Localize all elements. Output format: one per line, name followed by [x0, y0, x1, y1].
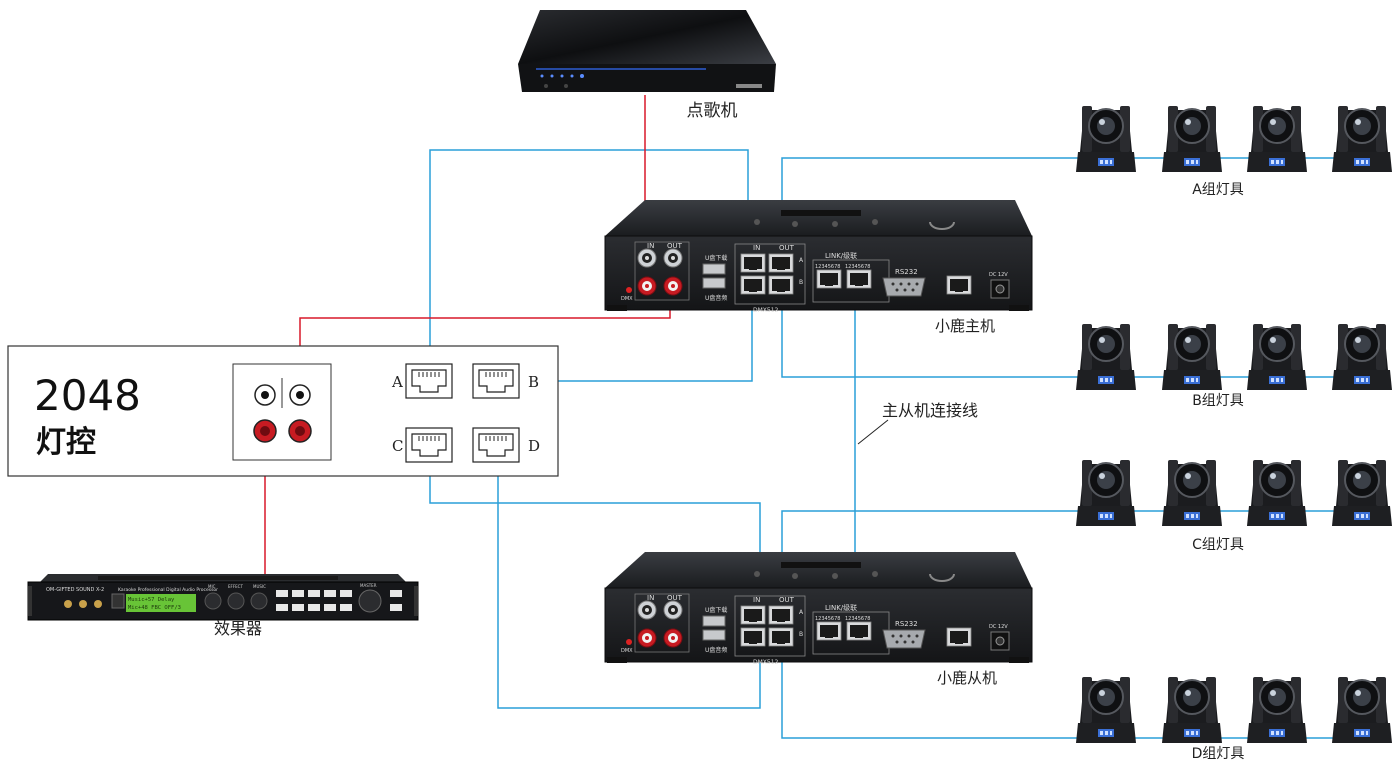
master-dc-label: DC 12V	[989, 272, 1008, 278]
controller-port-d-label: D	[528, 437, 540, 455]
link-cable-leader	[857, 419, 889, 445]
slave-dmx-in-label: IN	[753, 596, 760, 604]
effects-knob3-label: MUSIC	[253, 584, 266, 589]
slave-port-nums-b: 12345678	[845, 616, 870, 622]
master-port-a-label: A	[799, 257, 804, 264]
light-b4	[1331, 323, 1393, 391]
light-c1	[1075, 459, 1137, 527]
light-b3	[1246, 323, 1308, 391]
controller-title-number: 2048	[34, 371, 141, 420]
slave-dmx-out-label: OUT	[779, 596, 795, 604]
slave-in-label: IN	[647, 594, 654, 602]
ktv-player	[518, 10, 776, 92]
controller-rca-top-left	[254, 384, 276, 406]
link-cable-label: 主从机连接线	[882, 401, 978, 420]
light-group-b	[1075, 323, 1393, 391]
master-dmx-out-label: OUT	[779, 244, 795, 252]
light-a1	[1075, 105, 1137, 173]
light-b1	[1075, 323, 1137, 391]
light-d2	[1161, 676, 1223, 744]
slave-out-label: OUT	[667, 594, 683, 602]
slave-device: IN OUT U盘下载 U盘音频 IN OUT A B DMX512 DMX L…	[605, 552, 1032, 666]
master-link-label: LINK/级联	[825, 251, 857, 260]
master-device: IN OUT U盘下载 U盘音频 IN OUT A B DMX512 DMX L…	[605, 200, 1032, 314]
light-a3	[1246, 105, 1308, 173]
light-group-c	[1075, 459, 1393, 527]
controller-port-b-label: B	[528, 373, 539, 391]
slave-rs232-label: RS232	[895, 620, 918, 628]
effects-master-label: MASTER	[360, 583, 377, 588]
controller-port-c-label: C	[392, 437, 403, 455]
light-c2	[1161, 459, 1223, 527]
master-in-label: IN	[647, 242, 654, 250]
master-dmx-label: DMX512	[753, 307, 779, 314]
effects-knob1-label: MIC	[208, 584, 216, 589]
light-c3	[1246, 459, 1308, 527]
master-port-nums-a: 12345678	[815, 264, 840, 270]
controller-rca-top-right	[289, 384, 311, 406]
slave-dc-label: DC 12V	[989, 624, 1008, 630]
controller-rca-bottom-left	[253, 419, 277, 443]
light-d4	[1331, 676, 1393, 744]
master-usb-music-label: U盘音频	[705, 294, 727, 302]
light-d3	[1246, 676, 1308, 744]
controller-port-a-label: A	[391, 373, 403, 391]
slave-label: 小鹿从机	[937, 669, 997, 687]
slave-link-label: LINK/级联	[825, 603, 857, 612]
effects-lcd-line1: Music+57 Delay	[128, 597, 175, 603]
light-group-a	[1075, 105, 1393, 173]
controller-port-c	[405, 427, 453, 463]
light-b2	[1161, 323, 1223, 391]
effects-processor: OM-GIFTED SOUND X-2 Karaoke Professional…	[27, 574, 419, 621]
controller-port-b	[472, 363, 520, 399]
ktv-player-label: 点歌机	[687, 101, 738, 121]
wire-d-to-slave	[497, 462, 761, 709]
effects-lcd	[126, 594, 196, 612]
light-a4	[1331, 105, 1393, 173]
light-c4	[1331, 459, 1393, 527]
effects-knob2-label: EFFECT	[228, 584, 243, 589]
master-port-nums-b: 12345678	[845, 264, 870, 270]
effects-lcd-line2: Mic+48 FBC OFF/3	[128, 605, 181, 611]
controller-port-d	[472, 427, 520, 463]
slave-port-a-label: A	[799, 609, 804, 616]
controller-rca-bottom-right	[288, 419, 312, 443]
controller-2048: 2048 灯控 A B C D	[7, 345, 559, 477]
master-usb-dl-label: U盘下载	[705, 254, 727, 262]
wire-slave-to-group-d	[781, 660, 1106, 739]
master-port-b-label: B	[799, 279, 803, 286]
effects-subtitle: Karaoke Professional Digital Audio Proce…	[118, 587, 218, 593]
master-dmx-in-label: IN	[753, 244, 760, 252]
group-c-label: C组灯具	[1192, 537, 1244, 553]
master-label: 小鹿主机	[935, 317, 995, 335]
controller-title-cn: 灯控	[36, 425, 96, 460]
effects-label: 效果器	[214, 619, 262, 638]
slave-port-nums-a: 12345678	[815, 616, 840, 622]
wire-b-to-master	[520, 300, 753, 382]
slave-usb-music-label: U盘音频	[705, 646, 727, 654]
master-rs232-label: RS232	[895, 268, 918, 276]
group-a-label: A组灯具	[1192, 182, 1244, 198]
light-group-d	[1075, 676, 1393, 744]
group-d-label: D组灯具	[1192, 746, 1245, 762]
light-a2	[1161, 105, 1223, 173]
controller-port-a	[405, 363, 453, 399]
group-b-label: B组灯具	[1192, 393, 1244, 409]
master-out-label: OUT	[667, 242, 683, 250]
effects-brand: OM-GIFTED SOUND X-2	[46, 587, 104, 593]
controller-audio-block	[232, 363, 332, 461]
light-d1	[1075, 676, 1137, 744]
slave-port-b-label: B	[799, 631, 803, 638]
wire-master-to-group-b	[781, 300, 1106, 378]
slave-dmx-small-label: DMX	[621, 648, 633, 654]
slave-dmx-label: DMX512	[753, 659, 779, 666]
slave-usb-dl-label: U盘下载	[705, 606, 727, 614]
master-dmx-small-label: DMX	[621, 296, 633, 302]
